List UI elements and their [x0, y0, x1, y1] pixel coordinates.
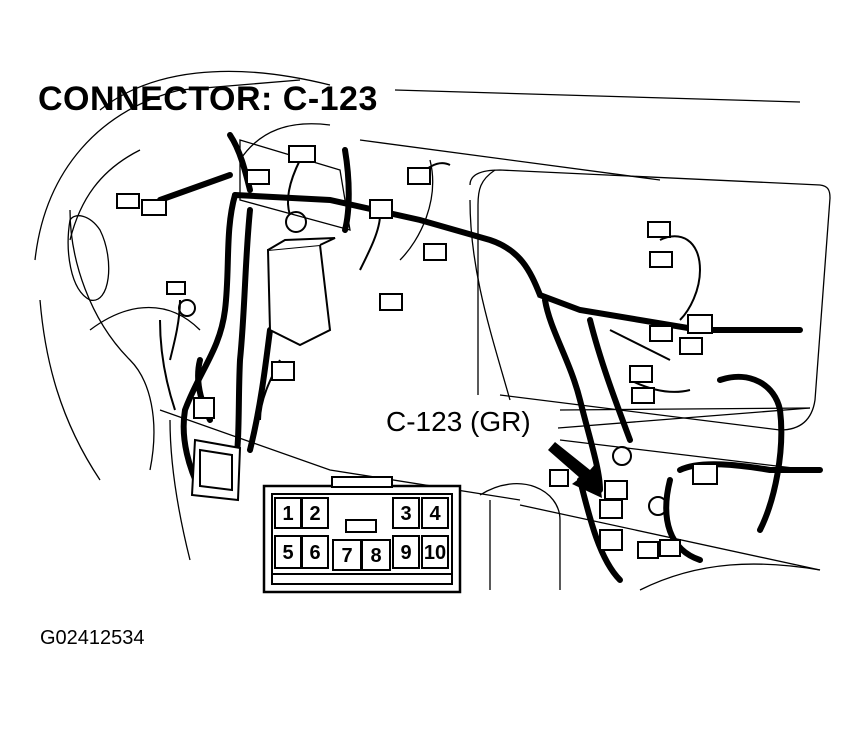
diagram-title: CONNECTOR: C-123: [38, 80, 378, 118]
pin-number-4: 4: [429, 503, 441, 525]
pin-cell-9: [392, 535, 420, 569]
callout-leader: [557, 407, 811, 429]
pin-cell-10: [421, 535, 449, 569]
figure-id: G02412534: [40, 627, 145, 649]
pin-number-2: 2: [309, 503, 320, 525]
pin-number-9: 9: [400, 542, 411, 564]
pin-number-5: 5: [282, 542, 293, 564]
junction-block: [190, 237, 336, 502]
harness-connectors: [116, 145, 718, 559]
pin-number-1: 1: [282, 503, 293, 525]
connector-callout-label: C-123 (GR): [386, 406, 531, 437]
pin-cell-4: [421, 497, 449, 529]
pin-cell-6: [301, 535, 329, 569]
mount-clips: [178, 211, 668, 516]
callout-arrow: [548, 442, 602, 498]
pin-cell-8: [361, 539, 391, 571]
pin-number-10: 10: [424, 542, 446, 564]
connector-face: [262, 476, 462, 594]
pin-number-8: 8: [370, 545, 381, 567]
pin-number-3: 3: [400, 503, 411, 525]
pin-cell-3: [392, 497, 420, 529]
pin-number-7: 7: [341, 545, 352, 567]
pin-number-6: 6: [309, 542, 320, 564]
pin-cell-2: [301, 497, 329, 529]
